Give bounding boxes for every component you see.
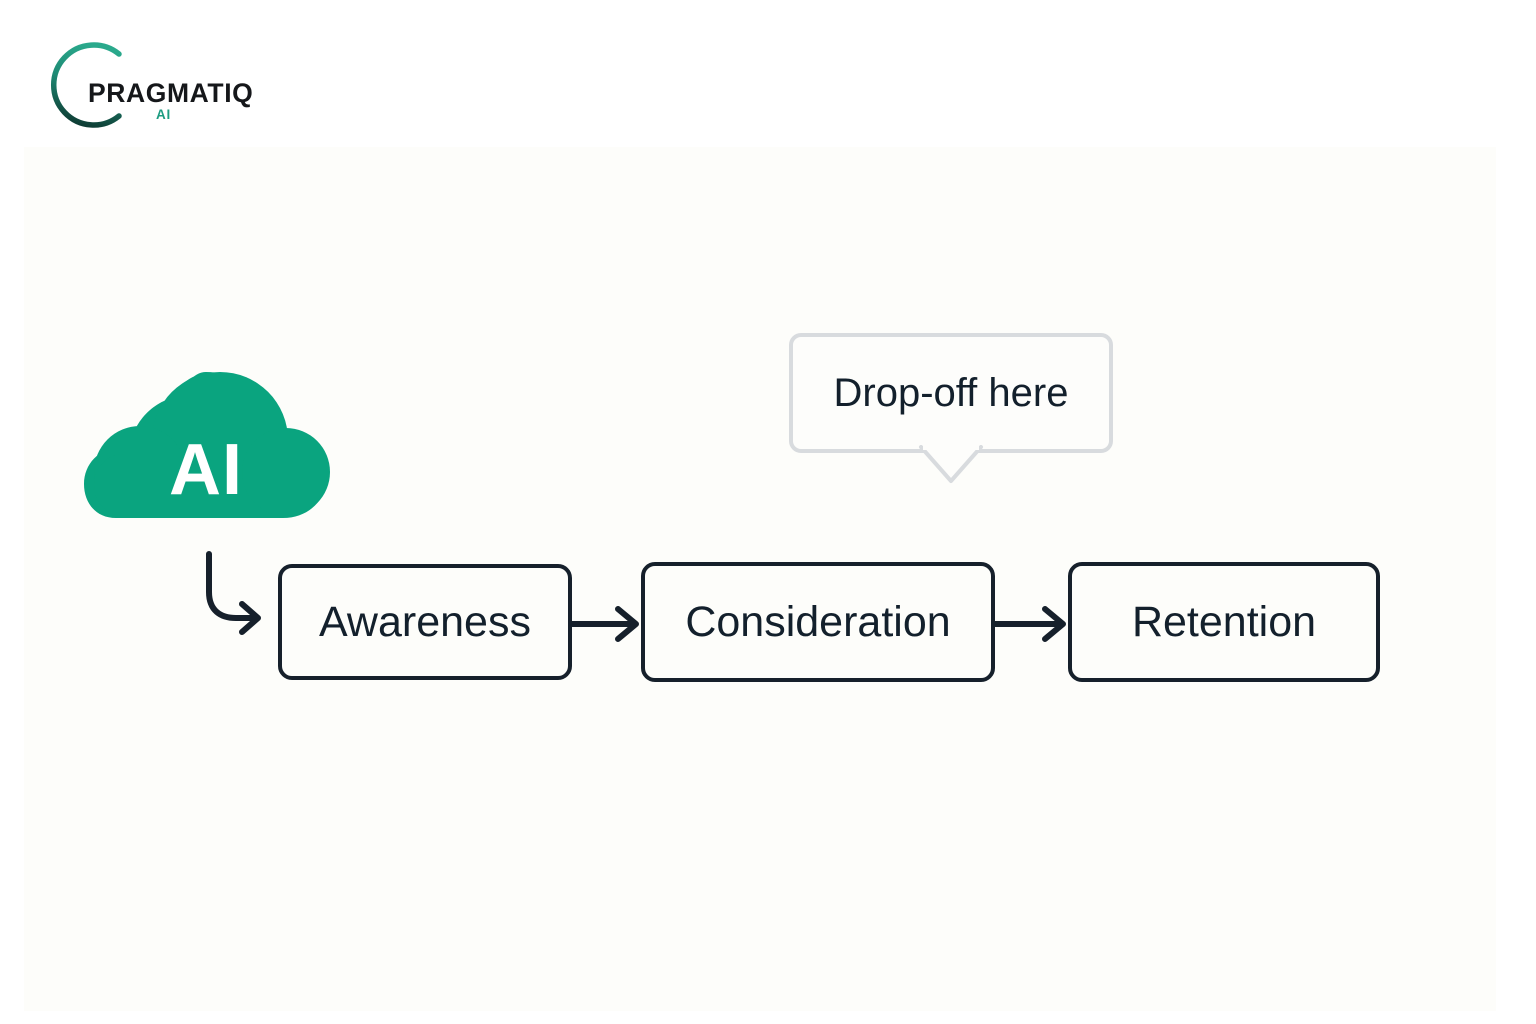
arrow-right-icon bbox=[570, 606, 639, 642]
flow-step-consideration[interactable]: Consideration bbox=[641, 562, 995, 682]
drop-off-callout: Drop-off here bbox=[789, 333, 1113, 483]
logo-subtitle-text: AI bbox=[156, 107, 172, 122]
flow-step-retention[interactable]: Retention bbox=[1068, 562, 1380, 682]
callout-text: Drop-off here bbox=[833, 371, 1069, 415]
callout-body: Drop-off here bbox=[789, 333, 1113, 453]
brand-logo: PRAGMATIQ AI bbox=[30, 28, 253, 140]
logo-wordmark: PRAGMATIQ AI bbox=[58, 80, 253, 136]
arrow-right-icon bbox=[993, 606, 1066, 642]
callout-tail bbox=[919, 445, 983, 483]
curved-arrow-icon bbox=[206, 551, 261, 635]
cloud-shape bbox=[94, 372, 330, 518]
logo-name-text: PRAGMATIQ bbox=[88, 78, 254, 108]
flow-step-label: Awareness bbox=[319, 597, 531, 646]
flow-step-awareness[interactable]: Awareness bbox=[278, 564, 572, 680]
flow-step-label: Retention bbox=[1131, 597, 1317, 646]
logo-ring-icon bbox=[51, 42, 122, 128]
flow-step-label: Consideration bbox=[685, 597, 951, 646]
